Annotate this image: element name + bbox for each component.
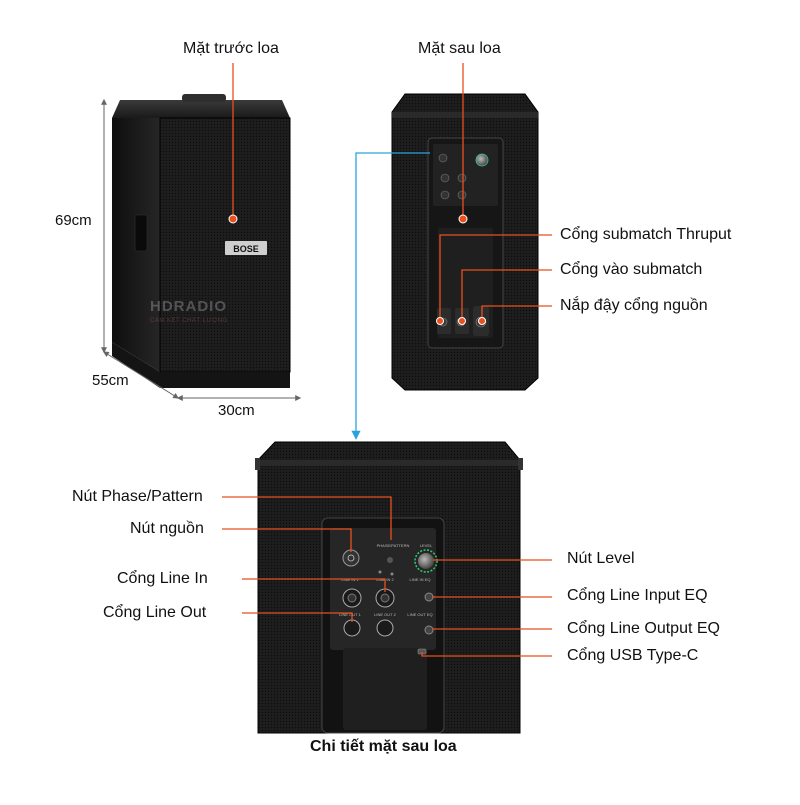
label-line-out: Cổng Line Out <box>103 604 207 621</box>
label-submatch-in: Cổng vào submatch <box>560 261 703 278</box>
rear-speaker-image <box>391 93 539 391</box>
detail-connector-arrow <box>351 152 430 440</box>
label-front: Mặt trước loa <box>183 40 279 57</box>
label-line-in-eq: Cổng Line Input EQ <box>567 587 708 604</box>
rear-detail-image: PHASE/PATTERN LEVEL LINE IN 1 LINE IN 2 … <box>255 441 523 734</box>
label-thruput: Cổng submatch Thruput <box>560 226 732 243</box>
label-phase: Nút Phase/Pattern <box>72 488 203 505</box>
panel-text-line-out-2: LINE OUT 2 <box>374 612 396 617</box>
panel-text-level: LEVEL <box>420 543 433 548</box>
label-back: Mặt sau loa <box>418 40 501 57</box>
label-power-cover: Nắp đậy cổng nguồn <box>560 297 708 314</box>
panel-text-line-out-1: LINE OUT 1 <box>339 612 361 617</box>
front-speaker-image: BOSE <box>112 94 291 388</box>
dim-height: 69cm <box>55 212 92 229</box>
dim-width: 30cm <box>218 402 255 419</box>
panel-text-phase: PHASE/PATTERN <box>377 543 410 548</box>
watermark-tagline: CAM KẾT CHẤT LƯỢNG <box>150 318 228 324</box>
front-logo: BOSE <box>233 244 259 254</box>
label-line-out-eq: Cổng Line Output EQ <box>567 620 720 637</box>
label-usb: Cổng USB Type-C <box>567 647 699 664</box>
label-power: Nút nguồn <box>130 520 204 537</box>
dim-depth: 55cm <box>92 372 129 389</box>
caption: Chi tiết mặt sau loa <box>310 738 457 755</box>
dimension-lines <box>101 98 302 401</box>
panel-text-line-out-eq: LINE OUT EQ <box>407 612 432 617</box>
label-level: Nút Level <box>567 550 635 567</box>
panel-text-line-in-eq: LINE IN EQ <box>410 577 431 582</box>
watermark-brand: HDRADIO <box>150 298 227 315</box>
callout-dots <box>228 214 486 325</box>
callout-lines <box>222 63 552 657</box>
label-line-in: Cổng Line In <box>117 570 208 587</box>
